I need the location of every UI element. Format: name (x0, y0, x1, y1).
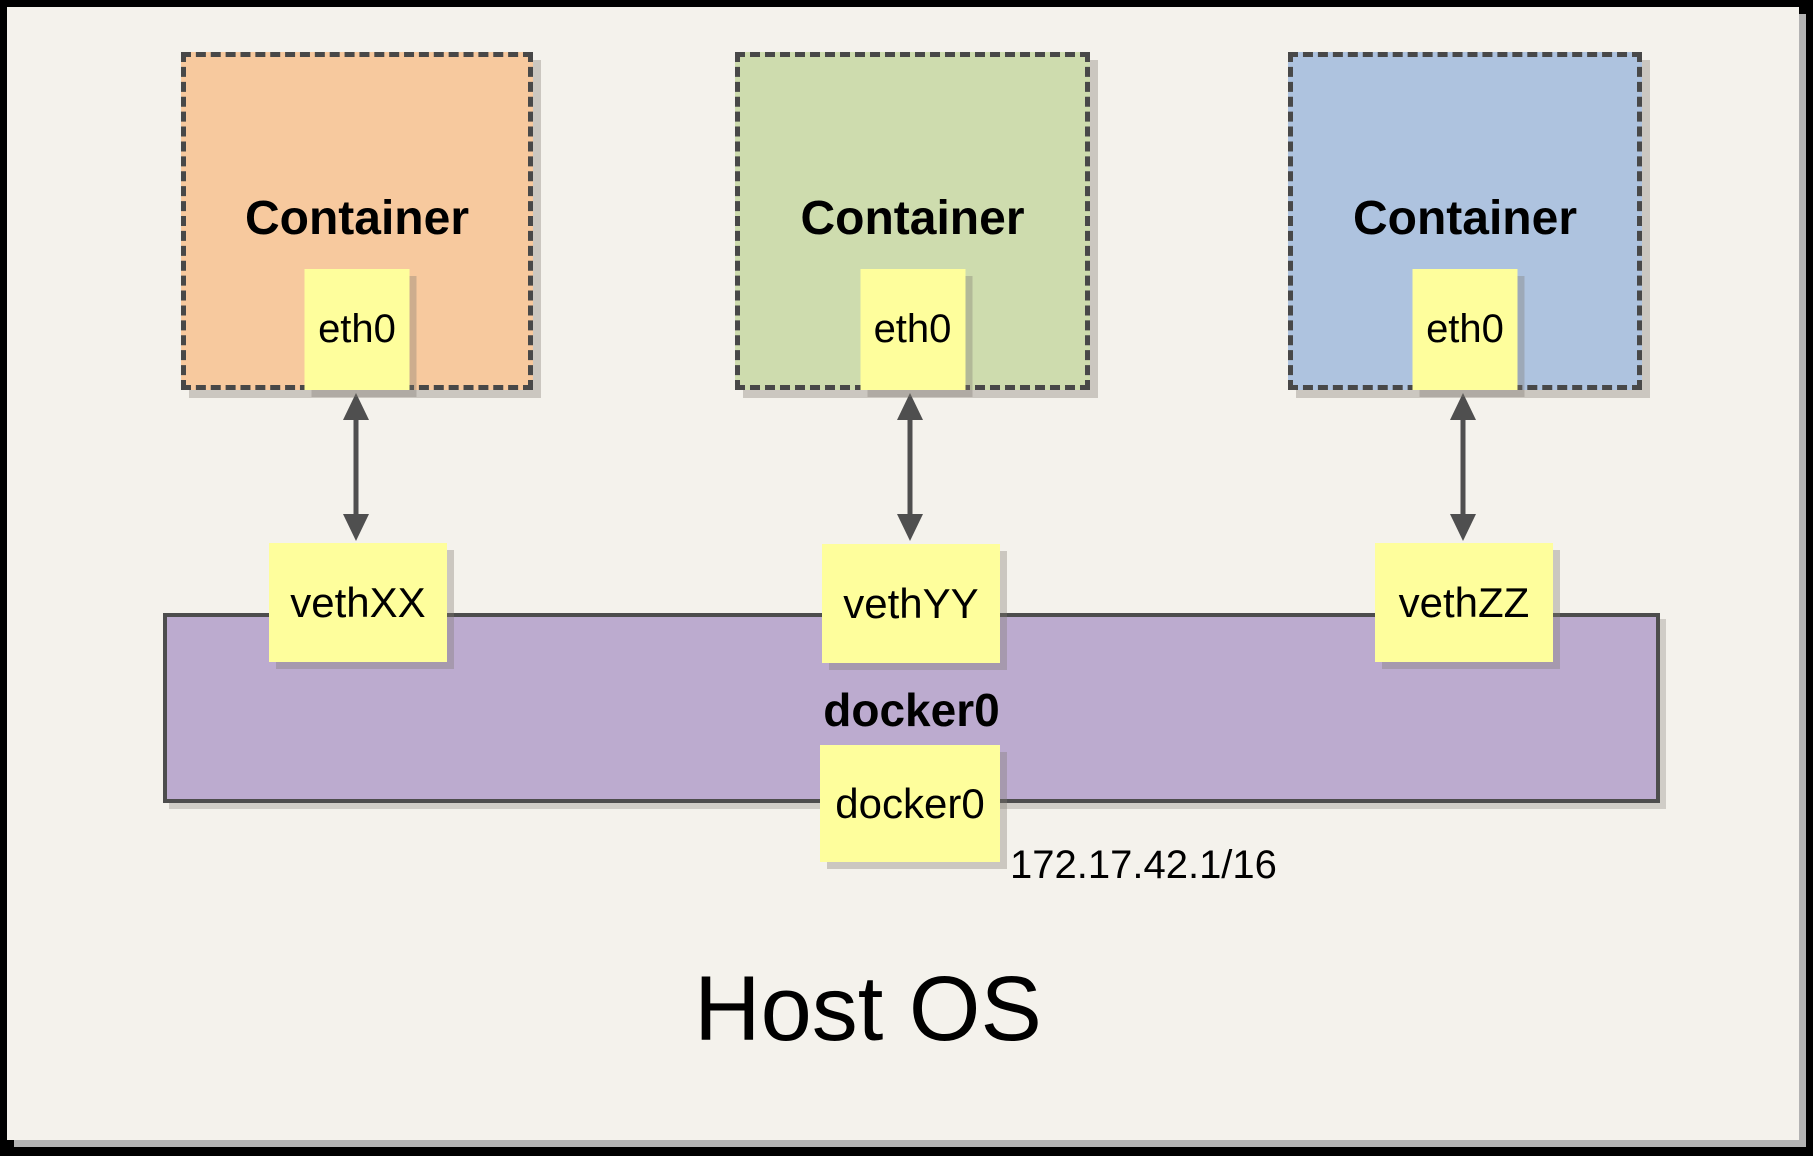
host-os-panel: Container eth0 Container eth0 Container … (7, 7, 1799, 1140)
vethzz-node: vethZZ (1375, 543, 1553, 662)
double-arrow-icon (897, 393, 923, 541)
container-2-eth0-node: eth0 (860, 269, 965, 390)
docker0-interface-node: docker0 (820, 745, 1000, 862)
vethxx-node: vethXX (269, 543, 447, 662)
container-2-eth0-label: eth0 (873, 307, 952, 351)
container-1-eth0-node: eth0 (304, 269, 410, 390)
docker0-bridge-label: docker0 (823, 684, 1000, 736)
container-box-1: Container eth0 (181, 52, 533, 390)
vethyy-node: vethYY (822, 544, 1000, 663)
vethzz-label: vethZZ (1398, 578, 1530, 626)
double-arrow-icon (343, 393, 369, 541)
container-1-eth0-label: eth0 (318, 307, 396, 351)
vethxx-label: vethXX (290, 578, 426, 626)
container-3-label: Container (1352, 192, 1577, 245)
container-box-3: Container eth0 (1288, 52, 1642, 390)
double-arrow-icon (1450, 393, 1476, 541)
host-os-title: Host OS (694, 958, 1042, 1060)
vethyy-label: vethYY (843, 579, 979, 627)
container-2-label: Container (800, 192, 1025, 245)
container-1-label: Container (244, 192, 469, 245)
container-3-eth0-node: eth0 (1412, 269, 1518, 390)
docker0-interface-label: docker0 (835, 779, 985, 827)
bridge-subnet-label: 172.17.42.1/16 (1010, 843, 1277, 887)
container-3-eth0-label: eth0 (1426, 307, 1504, 351)
container-box-2: Container eth0 (735, 52, 1090, 390)
